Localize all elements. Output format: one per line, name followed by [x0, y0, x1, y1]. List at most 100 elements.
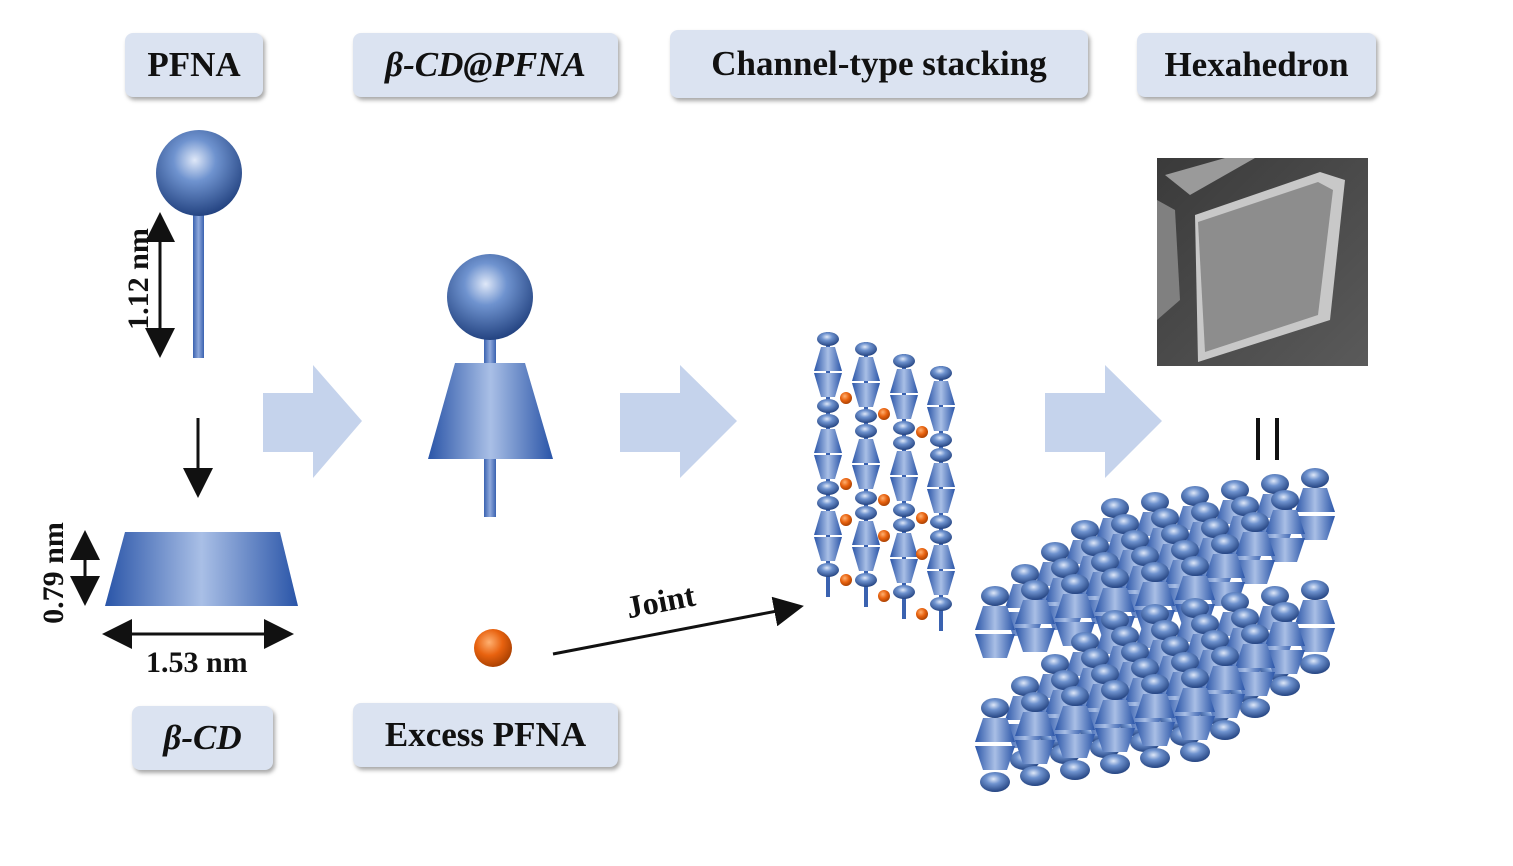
cd-unit: [852, 439, 880, 463]
crystal-cd-unit: [1055, 594, 1095, 618]
crystal-cd-unit: [975, 606, 1015, 630]
crystal-pfna-head: [1171, 652, 1199, 672]
crystal-cd-unit: [1175, 716, 1215, 740]
complex-molecule: [428, 254, 553, 517]
joint-ball: [878, 530, 890, 542]
pfna-head: [817, 332, 839, 346]
pfna-head: [930, 530, 952, 544]
crystal-cd-unit: [1015, 740, 1055, 764]
beta-cd-trapezoid: [105, 532, 298, 606]
crystal-pfna-head: [1231, 608, 1259, 628]
crystal-pfna-head: [1131, 658, 1159, 678]
pfna-head: [817, 563, 839, 577]
pfna-head: [855, 424, 877, 438]
pfna-length-label: 1.12 nm: [121, 228, 155, 330]
joint-arrow: [552, 596, 804, 656]
crystal-pfna-head: [1151, 620, 1179, 640]
crystal-pfna-head: [1201, 630, 1229, 650]
crystal-pfna-head: [1101, 610, 1129, 630]
crystal-pfna-head: [1141, 492, 1169, 512]
cd-unit: [890, 395, 918, 419]
joint-ball: [840, 392, 852, 404]
joint-ball: [916, 608, 928, 620]
crystal-pfna-head: [1261, 586, 1289, 606]
crystal-cd-unit: [1135, 694, 1175, 718]
label-stacking-text: Channel-type stacking: [711, 44, 1047, 83]
crystal-cd-unit: [975, 718, 1015, 742]
joint-ball: [840, 478, 852, 490]
crystal-pfna-head: [1191, 502, 1219, 522]
crystal-pfna-head: [1061, 686, 1089, 706]
crystal-pfna-head: [1181, 486, 1209, 506]
crystal-cd-unit: [1095, 588, 1135, 612]
crystal-cd-unit: [1095, 700, 1135, 724]
crystal-pfna-head: [1101, 498, 1129, 518]
crystal-pfna-head: [1091, 664, 1119, 684]
crystal-pfna-head: [1161, 524, 1189, 544]
crystal-pfna-head: [1011, 676, 1039, 696]
crystal-pfna-head: [1181, 598, 1209, 618]
crystal-pfna-head: [1011, 564, 1039, 584]
joint-ball: [878, 590, 890, 602]
pfna-head: [855, 506, 877, 520]
label-excess-text: Excess PFNA: [384, 715, 587, 754]
cd-unit: [814, 429, 842, 453]
crystal-cd-unit: [1205, 666, 1245, 690]
joint-ball: [878, 494, 890, 506]
cd-unit: [814, 455, 842, 479]
label-hexahedron: Hexahedron: [1137, 33, 1376, 97]
label-beta-cd: β-CD: [132, 706, 273, 770]
crystal-pfna-head: [1041, 542, 1069, 562]
pfna-head: [893, 436, 915, 450]
pfna-head: [817, 481, 839, 495]
crystal-pfna-head: [1051, 670, 1079, 690]
cd-unit: [927, 571, 955, 595]
crystal-pfna-head: [1121, 530, 1149, 550]
crystal-pfna-head: [1111, 514, 1139, 534]
crystal-pfna-head: [1241, 512, 1269, 532]
crystal-pfna-head: [1081, 536, 1109, 556]
crystal-cd-unit: [1055, 706, 1095, 730]
crystal-pfna-head: [1201, 518, 1229, 538]
crystal-pfna-head: [1131, 546, 1159, 566]
crystal-pfna-head: [981, 698, 1009, 718]
cd-unit: [852, 465, 880, 489]
crystal-cd-unit: [1095, 728, 1135, 752]
joint-ball: [916, 512, 928, 524]
crystal-pfna-head: [1081, 648, 1109, 668]
cd-unit: [927, 407, 955, 431]
crystal-pfna-head: [1020, 766, 1050, 786]
crystal-pfna-head: [1151, 508, 1179, 528]
pfna-head: [893, 503, 915, 517]
process-arrow-2: [620, 365, 737, 478]
label-excess: Excess PFNA: [353, 703, 618, 767]
crystal-cd-unit: [1295, 600, 1335, 624]
pfna-head: [817, 414, 839, 428]
cd-unit: [927, 381, 955, 405]
process-arrows: [263, 365, 1162, 478]
label-complex: β-CD@PFNA: [353, 33, 618, 97]
cd-unit: [890, 533, 918, 557]
crystal-pfna-head: [1111, 626, 1139, 646]
equals-icon: [1256, 418, 1279, 460]
label-pfna: PFNA: [125, 33, 263, 97]
cd-unit: [927, 489, 955, 513]
crystal-pfna-head: [1061, 574, 1089, 594]
cd-unit: [814, 373, 842, 397]
crystal-pfna-head: [1071, 520, 1099, 540]
cd-unit: [890, 477, 918, 501]
hexahedron-crystal: [975, 468, 1335, 792]
crystal-pfna-head: [1100, 754, 1130, 774]
cd-width-label: 1.53 nm: [146, 646, 248, 679]
label-hexahedron-text: Hexahedron: [1164, 45, 1349, 84]
cd-unit: [852, 521, 880, 545]
cd-unit: [814, 537, 842, 561]
crystal-cd-unit: [1265, 622, 1305, 646]
crystal-pfna-head: [1221, 592, 1249, 612]
crystal-pfna-head: [980, 772, 1010, 792]
pfna-head: [930, 515, 952, 529]
cd-unit: [890, 369, 918, 393]
crystal-pfna-head: [1060, 760, 1090, 780]
channel-stack: [814, 332, 955, 631]
